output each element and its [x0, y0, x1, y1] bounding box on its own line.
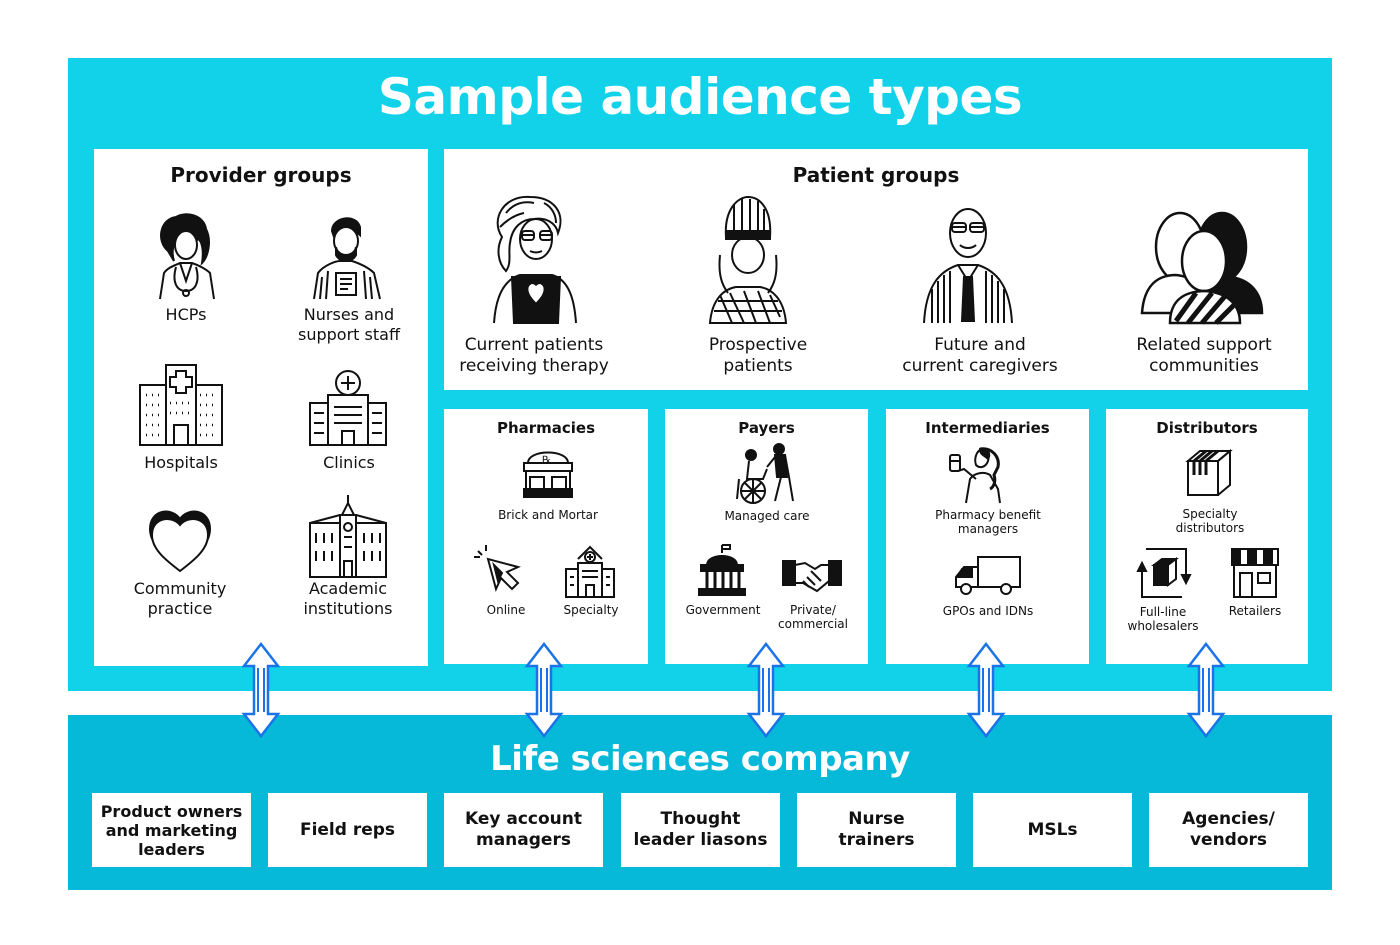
- managed-care-label: Managed care: [724, 509, 810, 523]
- support-communities-label: Related support communities: [1136, 335, 1272, 376]
- storefront-rx-icon: ℞: [523, 451, 573, 498]
- government-label: Government: [685, 603, 761, 617]
- retail-store-icon: [1231, 548, 1279, 598]
- company-heading: Life sciences company: [490, 739, 910, 779]
- retailers-label: Retailers: [1228, 604, 1282, 618]
- hospital-icon: [139, 364, 223, 446]
- community-practice-label: Community practice: [133, 579, 227, 618]
- pharmacies-card: Pharmacies ℞ Brick and Mortar Online Spe…: [444, 409, 648, 664]
- university-icon: [309, 495, 387, 578]
- prospective-patients-label: Prospective patients: [708, 335, 808, 376]
- patient-groups-card: Patient groups Current patients receivin…: [444, 149, 1308, 390]
- page-title: Sample audience types: [377, 68, 1023, 126]
- double-arrow-icon: [966, 642, 1006, 738]
- academic-institutions-label: Academic institutions: [303, 579, 393, 618]
- specialty-label: Specialty: [563, 603, 619, 617]
- clinic-icon: [309, 370, 387, 446]
- double-arrow-icon: [524, 642, 564, 738]
- patient-icon: [493, 195, 577, 324]
- role-product-owners: Product owners and marketing leaders: [92, 793, 251, 867]
- specialty-building-icon: [565, 545, 615, 598]
- nurses-label: Nurses and support staff: [298, 305, 400, 344]
- truck-icon: [955, 556, 1021, 595]
- role-key-account-managers: Key account managers: [444, 793, 603, 867]
- prospective-patient-icon: [708, 195, 788, 324]
- brick-mortar-label: Brick and Mortar: [498, 508, 598, 522]
- cursor-icon: [474, 545, 521, 592]
- handshake-icon: [782, 560, 842, 593]
- specialty-distributors-label: Specialty distributors: [1175, 507, 1245, 535]
- community-icon: [1140, 211, 1264, 325]
- pharmacist-icon: [949, 447, 1001, 504]
- government-building-icon: [698, 544, 746, 596]
- svg-text:℞: ℞: [542, 455, 551, 466]
- provider-groups-heading: Provider groups: [170, 163, 352, 187]
- double-arrow-icon: [241, 642, 281, 738]
- double-arrow-icon: [746, 642, 786, 738]
- distributors-heading: Distributors: [1156, 419, 1258, 437]
- clinics-label: Clinics: [323, 453, 375, 472]
- pbm-label: Pharmacy benefit managers: [935, 508, 1041, 536]
- role-agencies-vendors: Agencies/ vendors: [1149, 793, 1308, 867]
- patient-groups-heading: Patient groups: [792, 163, 960, 187]
- distributors-card: Distributors Specialty distributors Full…: [1106, 409, 1308, 664]
- gpos-idns-label: GPOs and IDNs: [942, 604, 1034, 618]
- double-arrow-icon: [1186, 642, 1226, 738]
- caregiver-icon: [923, 208, 1013, 324]
- role-nurse-trainers: Nurse trainers: [797, 793, 956, 867]
- pharmacies-heading: Pharmacies: [496, 419, 596, 437]
- private-commercial-label: Private/ commercial: [778, 603, 848, 631]
- full-line-wholesalers-label: Full-line wholesalers: [1127, 605, 1199, 633]
- doctor-icon: [159, 213, 215, 300]
- intermediaries-heading: Intermediaries: [925, 419, 1050, 437]
- payers-heading: Payers: [738, 419, 795, 437]
- heart-icon: [148, 510, 212, 573]
- role-msls: MSLs: [973, 793, 1132, 867]
- role-field-reps: Field reps: [268, 793, 427, 867]
- wheelchair-icon: [736, 443, 794, 504]
- provider-groups-card: Provider groups HCPs Nurses and support …: [94, 149, 428, 666]
- intermediaries-card: Intermediaries Pharmacy benefit managers…: [886, 409, 1089, 664]
- online-label: Online: [486, 603, 526, 617]
- nurse-icon: [313, 217, 381, 300]
- cycle-box-icon: [1136, 548, 1192, 598]
- hcps-label: HCPs: [165, 305, 207, 324]
- payers-card: Payers Managed care Government Private/ …: [665, 409, 868, 664]
- box-icon: [1185, 449, 1233, 496]
- role-thought-leader-liasons: Thought leader liasons: [621, 793, 780, 867]
- current-patients-label: Current patients receiving therapy: [459, 335, 609, 376]
- caregivers-label: Future and current caregivers: [902, 335, 1058, 376]
- hospitals-label: Hospitals: [144, 453, 218, 472]
